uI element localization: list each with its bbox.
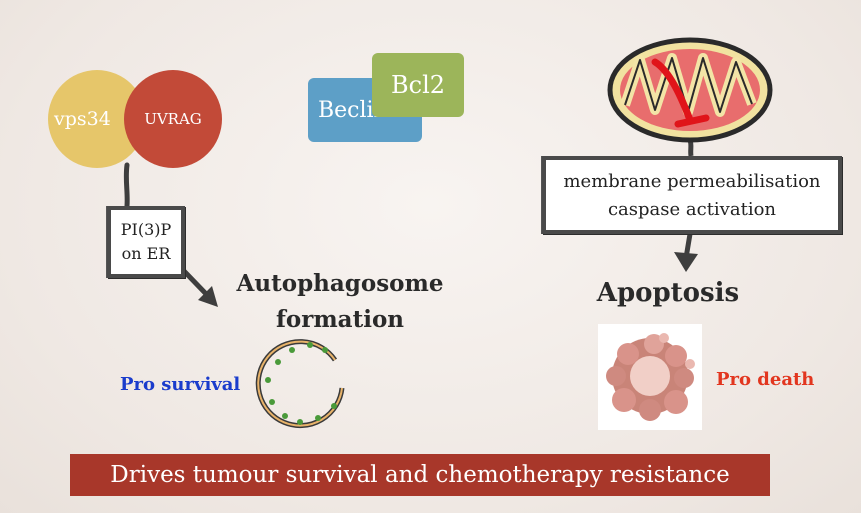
uvrag-label: UVRAG <box>144 110 202 128</box>
mitochondria-effect-box: membrane permeabilisation caspase activa… <box>542 156 842 234</box>
autophagosome-line1: Autophagosome <box>236 270 444 297</box>
arrowhead-apoptosis <box>674 252 698 272</box>
mitochondrion-icon <box>607 37 773 143</box>
bcl2-label: Bcl2 <box>390 71 446 99</box>
banner-text: Drives tumour survival and chemotherapy … <box>110 462 730 488</box>
pi3p-box: PI(3)P on ER <box>107 206 185 278</box>
pi3p-line2: on ER <box>121 244 171 263</box>
apoptosis-heading: Apoptosis <box>596 278 740 308</box>
membox-line1: membrane permeabilisation <box>563 171 821 192</box>
membox-line2: caspase activation <box>607 199 777 220</box>
pro-death-label: Pro death <box>716 369 815 390</box>
arrowhead-autophagosome <box>198 286 218 307</box>
autophagosome-line2: formation <box>275 306 405 333</box>
apoptotic-cell-icon <box>606 333 695 421</box>
uvrag-circle: UVRAG <box>124 70 222 168</box>
pi3p-line1: PI(3)P <box>120 220 172 239</box>
connector-vps34-to-pi3p <box>123 162 130 209</box>
autophagosome-heading: Autophagosome formation <box>220 266 460 338</box>
conclusion-banner: Drives tumour survival and chemotherapy … <box>70 454 770 496</box>
bcl2-box: Bcl2 <box>372 53 464 117</box>
pro-survival-label: Pro survival <box>120 374 241 395</box>
vps34-label: vps34 <box>54 108 111 130</box>
autophagosome-icon <box>255 339 345 428</box>
apoptotic-cell-image <box>598 324 702 430</box>
